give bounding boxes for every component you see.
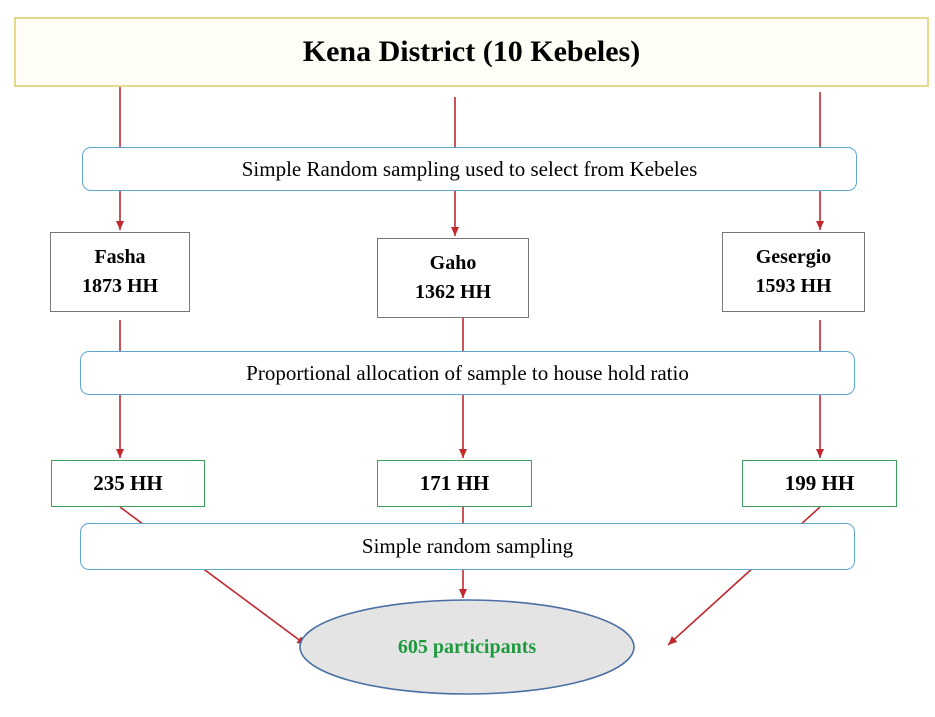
sample-size: 199 HH [784,471,855,495]
kebele-households: 1593 HH [755,275,832,297]
kebele-name: Gesergio [755,246,832,268]
sample-size: 235 HH [93,471,163,495]
kebele-box-gaho: Gaho 1362 HH [377,238,529,318]
allocation-step-box: Proportional allocation of sample to hou… [80,351,855,395]
allocation-step-label: Proportional allocation of sample to hou… [246,360,689,385]
sample-box-gesergio: 199 HH [742,460,897,507]
sample-box-gaho: 171 HH [377,460,532,507]
sample-size: 171 HH [419,471,490,495]
selection-step-label: Simple Random sampling used to select fr… [241,156,698,181]
participants-label: 605 participants [397,636,537,658]
kebele-box-gesergio: Gesergio 1593 HH [722,232,865,312]
kebele-name: Fasha [94,246,146,268]
participants-result: 605 participants [300,600,634,695]
kebele-box-fasha: Fasha 1873 HH [50,232,190,312]
kebele-households: 1362 HH [414,281,492,303]
kebele-name: Gaho [429,252,477,274]
sample-box-fasha: 235 HH [51,460,205,507]
district-title: Kena District (10 Kebeles) [302,35,641,68]
sampling-step-label: Simple random sampling [361,534,574,558]
district-title-box: Kena District (10 Kebeles) [14,17,929,87]
sampling-step-box: Simple random sampling [80,523,855,570]
kebele-households: 1873 HH [81,275,159,297]
participants-ellipse [299,599,635,695]
selection-step-box: Simple Random sampling used to select fr… [82,147,857,191]
